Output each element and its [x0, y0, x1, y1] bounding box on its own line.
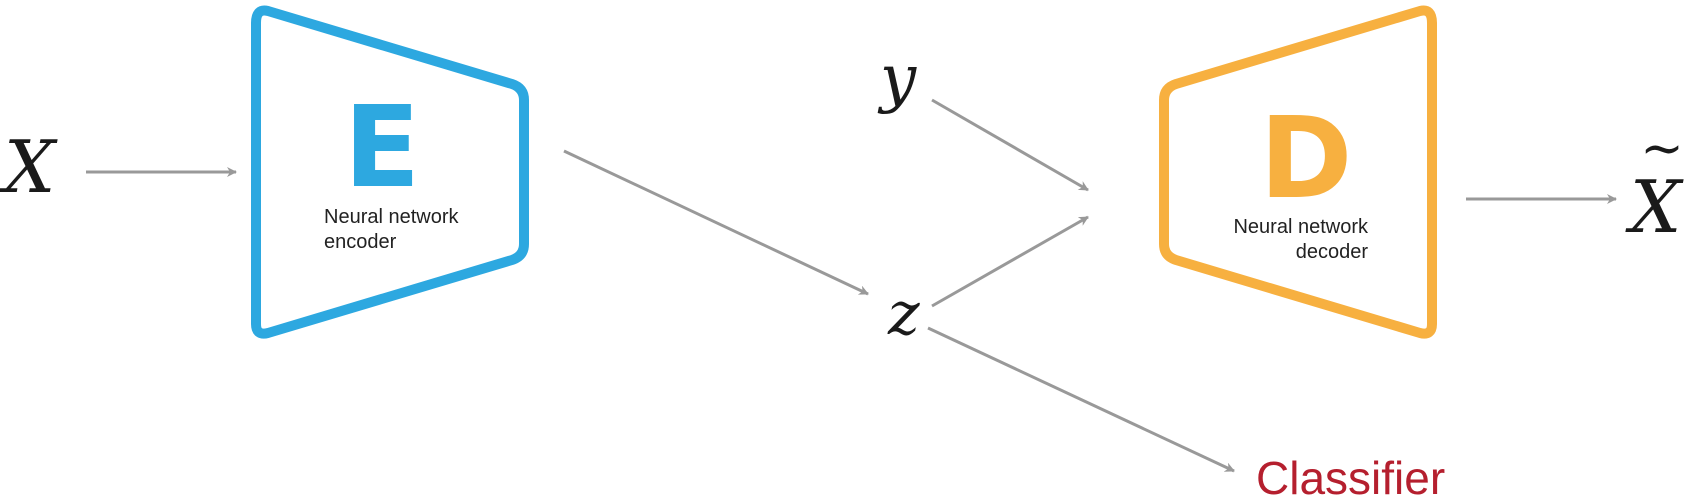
encoder-caption-line1: Neural network	[324, 206, 460, 228]
input-symbol-x: X	[0, 125, 58, 209]
encoder-letter: E	[344, 83, 421, 213]
arrow-z-to-decoder	[931, 215, 1089, 308]
arrow-y-to-decoder	[931, 98, 1089, 192]
latent-symbol-z: z	[887, 279, 920, 349]
decoder-caption-line2: decoder	[1296, 241, 1369, 263]
output-symbol-x: X	[1625, 165, 1684, 249]
output-tilde-accent: ~	[1640, 119, 1684, 179]
classifier-label: Classifier	[1256, 452, 1445, 500]
arrow-z-to-classifier	[927, 326, 1235, 473]
encoder-caption-line2: encoder	[324, 231, 397, 253]
decoder-caption-line1: Neural network	[1233, 216, 1369, 238]
encoder-block: E Neural network encoder	[251, 5, 529, 339]
decoder-block: D Neural network decoder	[1159, 5, 1437, 339]
decoder-letter: D	[1260, 94, 1353, 224]
encoder-trapezoid-outline	[251, 5, 529, 339]
arrow-encoder-to-z	[563, 149, 869, 296]
decoder-trapezoid-outline	[1159, 5, 1437, 339]
label-symbol-y: y	[877, 42, 917, 116]
